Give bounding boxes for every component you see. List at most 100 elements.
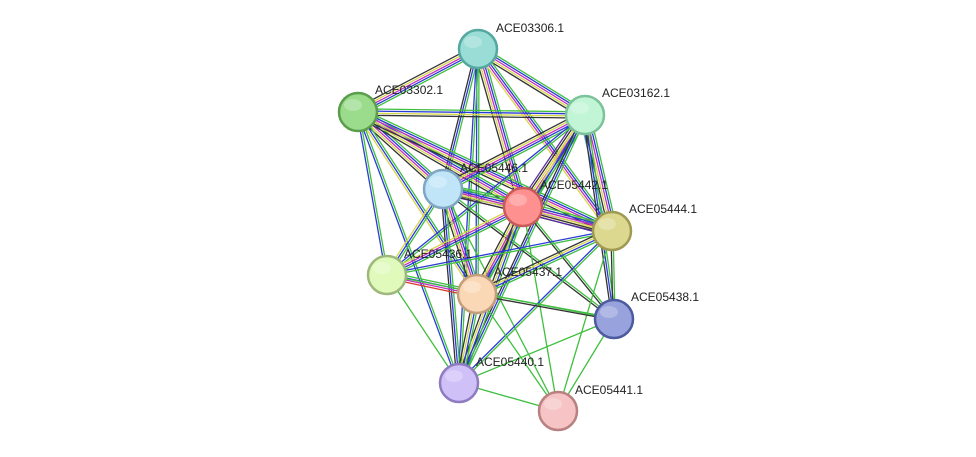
edge-line-green [481,47,528,207]
node-circle[interactable] [422,168,464,210]
edge-line-blue [356,112,387,276]
edge-line-blue [443,116,587,192]
node-circle[interactable] [457,28,499,70]
edge-line-blue [358,110,586,115]
edge-line-green [522,206,559,412]
node-ace05441-1[interactable] [537,390,579,432]
edge-line-blue [478,46,587,114]
edge-ace03302-1-ace03162-1[interactable] [357,108,586,119]
node-ace05438-1[interactable] [593,298,635,340]
edge-line-blue [385,113,585,275]
edge-line-yellow [475,49,522,208]
edge-line-yellow [441,112,585,188]
edge-line-yellow [355,112,476,296]
edge-ace05444-1-ace05436-1[interactable] [386,229,613,277]
node-ace05436-1[interactable] [366,254,408,296]
node-ace05440-1[interactable] [438,362,480,404]
edge-line-green [359,107,615,228]
node-circle[interactable] [366,254,408,296]
edge-ace05438-1-ace05440-1[interactable] [458,318,615,384]
edge-ace03306-1-ace03302-1[interactable] [355,44,481,117]
node-highlight [571,102,589,114]
edge-line-magenta [386,205,523,275]
edge-line-blue [457,48,478,383]
edge-ace05446-1-ace05438-1[interactable] [441,187,616,321]
edge-line-yellow [356,113,612,234]
edge-line-green [358,111,461,383]
node-circle[interactable] [564,94,606,136]
edge-line-green [458,318,615,384]
node-ace05446-1[interactable] [422,168,464,210]
edge-line-black [475,227,611,292]
node-ace03306-1[interactable] [457,28,499,70]
node-label-ace03302-1: ACE03302.1 [375,83,443,97]
edge-ace05436-1-ace05440-1[interactable] [386,274,460,384]
edge-line-blue [479,48,526,207]
node-circle[interactable] [438,362,480,404]
edge-line-yellow [356,46,478,111]
edge-line-green [479,44,588,112]
node-ace05437-1[interactable] [456,273,498,315]
node-highlight [373,262,391,274]
node-circle[interactable] [537,390,579,432]
node-label-ace05444-1: ACE05444.1 [629,202,697,216]
edge-line-yellow [476,50,585,118]
edge-line-blue [458,114,586,384]
node-circle[interactable] [502,186,544,228]
edge-ace05437-1-ace05438-1[interactable] [476,292,615,321]
edge-ace03306-1-ace05442-1[interactable] [473,47,528,209]
node-circle[interactable] [593,298,635,340]
edge-ace05444-1-ace05441-1[interactable] [557,230,613,412]
node-circle[interactable] [337,91,379,133]
edge-line-green [480,46,616,230]
edge-line-green [478,233,614,298]
node-circle[interactable] [456,273,498,315]
edge-ace03306-1-ace05440-1[interactable] [457,48,480,384]
edge-ace05444-1-ace05437-1[interactable] [475,227,614,298]
edge-line-green [388,209,525,279]
edge-line-green [589,113,618,230]
edge-ace05437-1-ace05441-1[interactable] [476,293,559,412]
edge-line-black [475,52,584,120]
node-highlight [544,398,562,410]
edge-ace05442-1-ace05436-1[interactable] [385,203,525,279]
edge-line-green [358,108,586,113]
edge-line-green [459,49,480,384]
edge-line-blue [442,188,460,384]
edge-line-green [523,205,616,319]
edge-line-black [355,44,477,109]
edge-line-blue [386,229,612,275]
node-ace03162-1[interactable] [564,94,606,136]
edge-line-yellow [357,112,585,117]
edge-line-black [357,114,585,119]
edge-ace03306-1-ace03162-1[interactable] [475,44,588,120]
edge-line-blue [477,231,613,296]
node-ace03302-1[interactable] [337,91,379,133]
node-ace05442-1[interactable] [502,186,544,228]
edge-ace03302-1-ace05444-1[interactable] [355,107,615,236]
node-highlight [600,306,618,318]
edge-ace03302-1-ace05436-1[interactable] [356,111,389,276]
node-ace05444-1[interactable] [591,210,633,252]
node-circle[interactable] [591,210,633,252]
node-label-ace03162-1: ACE03162.1 [602,86,670,100]
edge-line-black [521,207,614,321]
node-highlight [509,194,527,206]
edge-line-blue [478,47,614,231]
node-label-ace05441-1: ACE05441.1 [575,383,643,397]
edge-line-blue [442,48,479,190]
edge-line-black [440,110,584,186]
edge-line-black [441,189,614,321]
edge-ace05442-1-ace05441-1[interactable] [522,206,559,412]
node-highlight [463,281,481,293]
edge-ace05442-1-ace05438-1[interactable] [521,205,616,321]
node-label-ace05436-1: ACE05436.1 [404,247,472,261]
edge-line-blue [387,207,524,277]
edge-line-magenta [357,48,479,113]
edge-line-green [359,52,481,117]
edge-line-magenta [477,48,586,116]
edge-line-green [459,231,614,385]
node-label-ace05437-1: ACE05437.1 [494,265,562,279]
